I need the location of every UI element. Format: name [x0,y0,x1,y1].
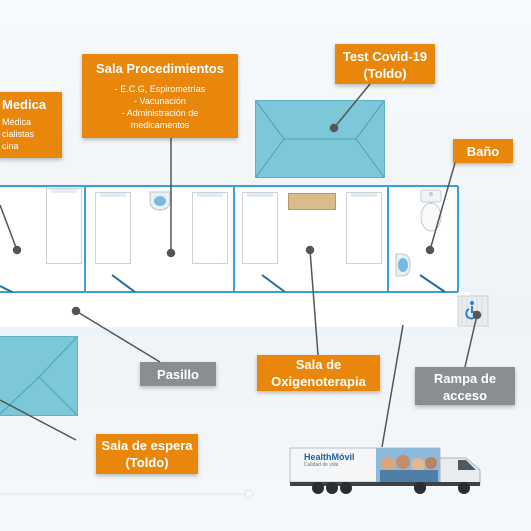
truck: HealthMóvil Calidad de vida [288,444,493,496]
label-item: cialistas [2,129,35,139]
label-line: (Toldo) [363,66,407,81]
label-line: Oxigenoterapia [271,374,366,389]
door-swing [111,274,136,293]
cabinet [242,192,278,264]
label-item: cina [2,141,19,151]
label-oxigenoterapia: Sala de Oxigenoterapia [257,355,380,391]
door-swing [419,274,446,293]
label-test-covid: Test Covid-19 (Toldo) [335,44,435,84]
label-item: Médica [2,117,32,127]
label-line: Rampa de [433,371,497,386]
label-item: medicamentos [130,120,190,130]
sink-icon [148,190,172,212]
door-swing [261,274,286,293]
label-sala-espera: Sala de espera (Toldo) [96,434,198,474]
label-sala-procedimientos: Sala Procedimientos - E.C.G, Espirometrí… [82,54,238,138]
truck-logo: HealthMóvil Calidad de vida [304,452,370,469]
cabinet [192,192,228,264]
label-line: Sala de [295,357,342,372]
label-rampa: Rampa de acceso [415,367,515,405]
label-line: acceso [442,388,488,403]
label-item: - E.C.G, Espirometrías [114,84,206,94]
label-title: Baño [466,144,500,159]
desk [288,193,336,210]
cabinet [346,192,382,264]
truck-brand: HealthMóvil [304,452,355,462]
door-swing [0,285,13,293]
label-line: (Toldo) [125,455,169,470]
label-pasillo: Pasillo [140,362,216,386]
label-item: - Administración de [121,108,199,118]
label-title: Sala Procedimientos [96,61,224,76]
toilet-icon [418,188,444,234]
label-title: Medica [2,97,47,112]
label-line: Sala de espera [101,438,193,453]
tent-test-covid [255,100,385,178]
label-item: - Vacunación [134,96,186,106]
truck-tagline: Calidad de vida [304,462,339,468]
label-bano: Baño [453,139,513,163]
label-medica: Medica Médica cialistas cina [0,92,62,158]
tent-sala-espera [0,336,78,416]
label-line: Test Covid-19 [342,49,428,64]
label-title: Pasillo [157,367,199,382]
truck-illustration [289,447,481,494]
cabinet [46,188,82,264]
sink-icon [394,252,412,278]
cabinet [95,192,131,264]
